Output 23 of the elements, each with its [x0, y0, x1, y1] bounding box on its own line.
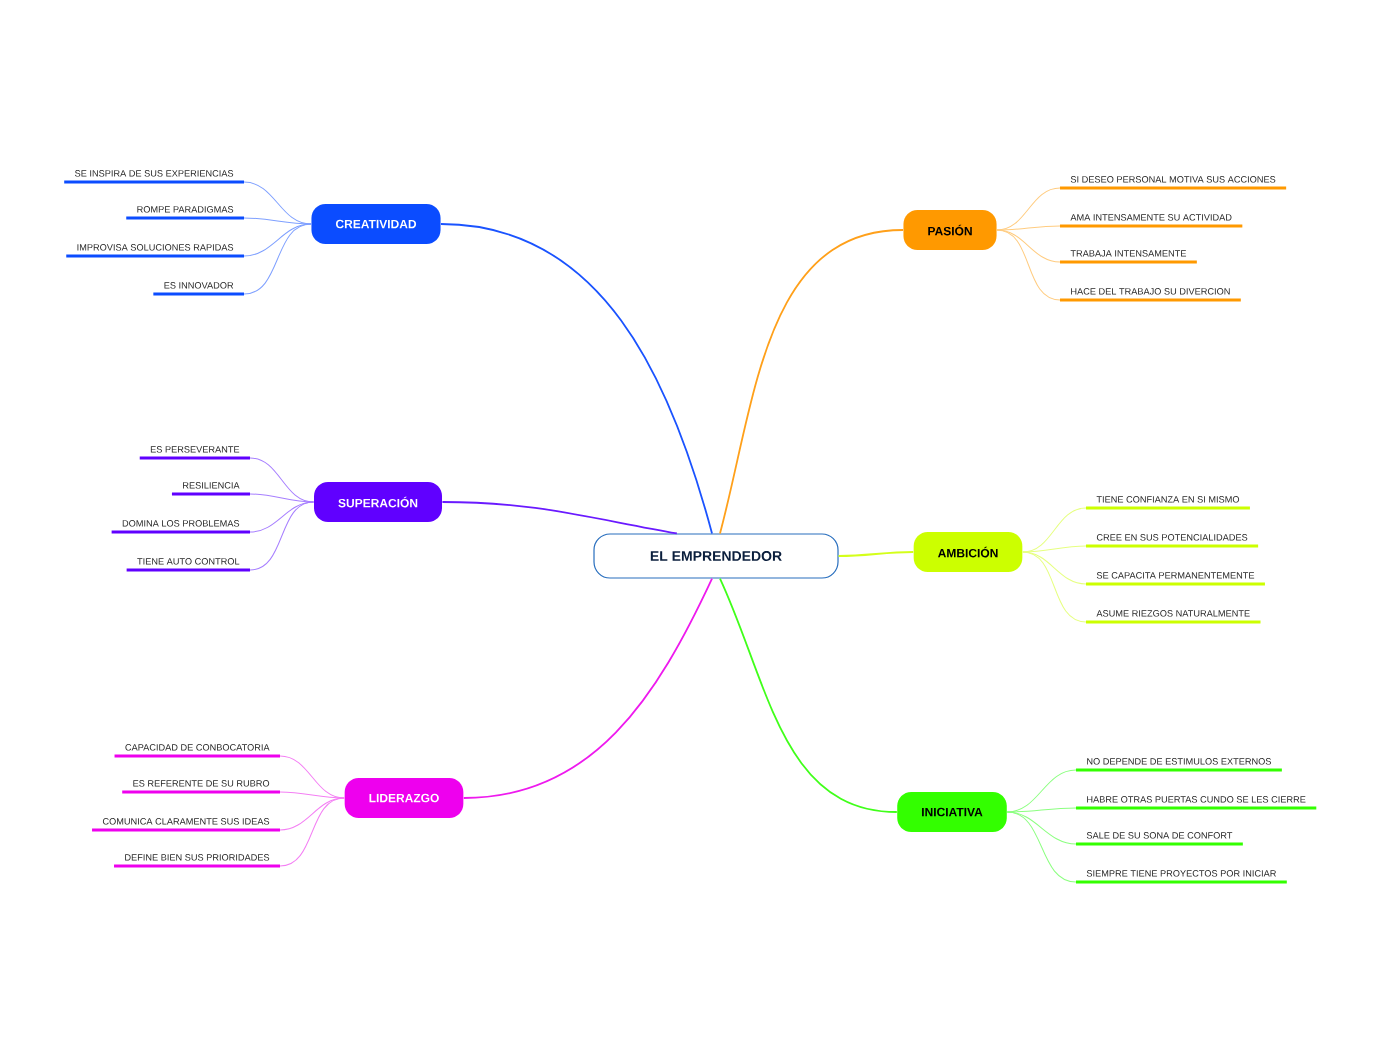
branch-line	[719, 577, 898, 813]
branch-line	[441, 501, 678, 535]
branch-line	[719, 229, 904, 535]
branch-line	[996, 225, 1061, 231]
branch-line	[996, 229, 1061, 301]
branch-line	[249, 493, 315, 503]
branch-line	[462, 577, 713, 799]
branch-line	[1006, 807, 1077, 813]
branch-line	[243, 223, 312, 295]
branch-line	[440, 223, 713, 535]
branch-line	[1022, 551, 1087, 585]
branch-line	[279, 797, 345, 867]
branch-line	[279, 791, 345, 799]
branch-line	[837, 551, 915, 557]
branch-line	[1022, 545, 1087, 553]
branch-line	[1022, 551, 1087, 623]
branch-line	[279, 797, 345, 831]
branch-line	[249, 501, 315, 533]
branch-line	[243, 223, 312, 257]
branch-line	[996, 229, 1061, 263]
branch-line	[249, 501, 315, 571]
branch-line	[1006, 811, 1077, 883]
branch-line	[243, 217, 312, 225]
